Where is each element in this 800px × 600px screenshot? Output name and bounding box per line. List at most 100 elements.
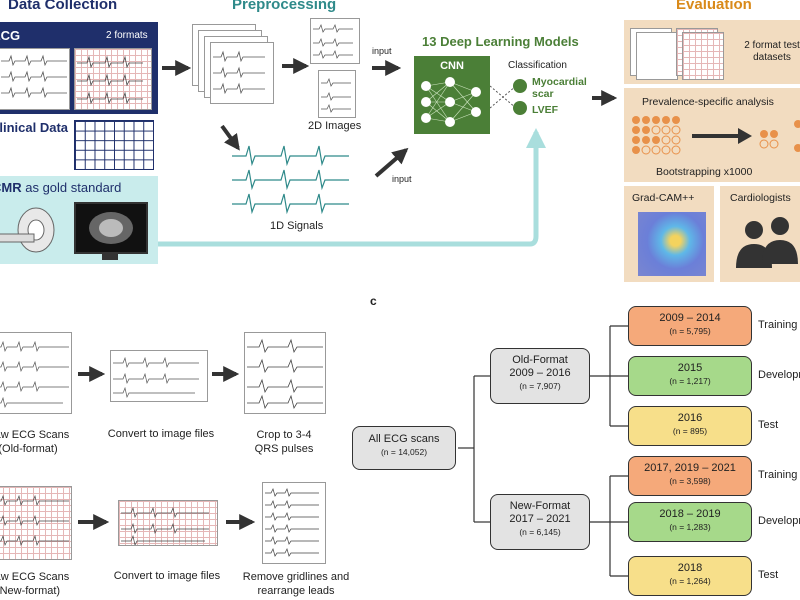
mri-scanner-icon: [0, 207, 55, 253]
bootstrapping-icon: [632, 116, 800, 155]
split-node-count: (n = 3,598): [669, 476, 711, 486]
preprocessing-title: Preprocessing: [232, 0, 337, 13]
cnn-box: CNN: [414, 56, 490, 134]
cnn-label: CNN: [440, 60, 464, 72]
ecg-trace: [113, 356, 199, 399]
2d-image-2: [318, 70, 356, 118]
myocardial-scar-label: Myocardial scar: [532, 76, 587, 100]
raw-ecg-new-image: [0, 486, 72, 560]
input-label-bottom: input: [392, 174, 412, 184]
heart-mri-icon: [89, 212, 133, 244]
new-format-node: New-Format 2017 – 2021 (n = 6,145): [490, 494, 590, 550]
test-sheet-old: [636, 32, 678, 80]
classification-connector-icon: [490, 79, 527, 115]
split-node-count: (n = 895): [672, 426, 708, 436]
old-format-node: Old-Format 2009 – 2016 (n = 7,907): [490, 348, 590, 404]
cardiac-mri-monitor-icon: [74, 202, 148, 254]
stack-sheet: [210, 42, 274, 104]
clinical-data-table-icon: [74, 120, 154, 170]
test-datasets-label: 2 format test datasets: [744, 40, 800, 63]
split-node-count: (n = 1,217): [669, 376, 711, 386]
root-node: All ECG scans (n = 14,052): [352, 426, 456, 470]
monitor-stand: [102, 252, 118, 260]
1d-signals-label: 1D Signals: [270, 220, 324, 232]
split-node-years: 2015: [677, 362, 703, 374]
raw-ecg-old-image: [0, 332, 72, 414]
split-node-count: (n = 5,795): [669, 326, 711, 336]
formats-label: 2 formats: [106, 30, 148, 41]
split-role-label: Training: [758, 469, 798, 481]
evaluation-title: Evaluation: [676, 0, 752, 13]
tree-connectors: [458, 325, 628, 577]
ecg-sheet-new: [74, 48, 152, 110]
split-role-label: Training: [758, 319, 798, 331]
split-role-label: Development: [758, 515, 800, 527]
old-format-count: (n = 7,907): [519, 381, 561, 391]
2d-image-1: [310, 18, 360, 64]
split-node: 2009 – 2014 (n = 5,795): [628, 306, 752, 346]
ecg-trace: [247, 338, 323, 410]
ecg-trace: [1, 54, 67, 99]
split-node: 2018 – 2019 (n = 1,283): [628, 502, 752, 542]
old-scans-label: Raw ECG Scans (Old-format): [0, 429, 70, 455]
split-node-years: 2009 – 2014: [659, 312, 721, 324]
cardiologists-icon: [736, 217, 798, 268]
gradcam-heatmap-image: [638, 212, 706, 276]
ecg-trace: [0, 494, 69, 547]
split-role-label: Test: [758, 419, 779, 431]
cmr-gold-standard: as gold standard: [25, 180, 122, 195]
cmr-caption: CMR as gold standard: [0, 180, 121, 195]
split-node-years: 2018: [677, 562, 703, 574]
classification-label: Classification: [508, 60, 567, 71]
cmr-label: CMR: [0, 180, 22, 195]
1d-signals-icon: [232, 145, 349, 215]
panel-label-c: c: [370, 294, 377, 308]
gradcam-panel: Grad-CAM++: [624, 186, 714, 282]
data-collection-title: Data Collection: [8, 0, 118, 13]
old-crop-label: Crop to 3-4 QRS pulses: [254, 429, 314, 455]
split-node: 2017, 2019 – 2021 (n = 3,598): [628, 456, 752, 496]
split-role-label: Test: [758, 569, 779, 581]
root-node-count: (n = 14,052): [380, 447, 428, 457]
split-node-years: 2017, 2019 – 2021: [644, 462, 736, 474]
prevalence-label: Prevalence-specific analysis: [642, 96, 774, 108]
image-stack: [192, 24, 282, 114]
old-converted-image: [110, 350, 208, 402]
new-convert-label: Convert to image files: [113, 570, 221, 582]
ecg-panel: ECG 2 formats: [0, 22, 158, 114]
split-node-count: (n = 1,283): [669, 522, 711, 532]
cropped-qrs-image: [244, 332, 326, 414]
split-role-label: Development: [758, 369, 800, 381]
rearranged-leads-image: [262, 482, 326, 564]
new-format-count: (n = 6,145): [519, 527, 561, 537]
models-title: 13 Deep Learning Models: [422, 34, 579, 49]
ecg-trace: [265, 488, 319, 557]
test-sheet-new: [682, 32, 724, 80]
bottom-left-arrows: [78, 366, 256, 530]
prevalence-panel: Prevalence-specific analysis Bootstrappi…: [624, 88, 800, 182]
ecg-trace: [77, 55, 143, 105]
split-node-years: 2016: [677, 412, 703, 424]
clinical-data-label: Clinical Data: [0, 120, 69, 135]
2d-images-label: 2D Images: [308, 120, 362, 132]
ecg-trace: [321, 78, 351, 113]
cardiologists-label: Cardiologists: [730, 192, 791, 204]
ecg-sheet-old: [0, 48, 70, 110]
ecg-trace: [313, 24, 353, 59]
split-node: 2016 (n = 895): [628, 406, 752, 446]
split-node-count: (n = 1,264): [669, 576, 711, 586]
neural-network-icon: [421, 77, 481, 127]
new-converted-image: [118, 500, 218, 547]
old-format-years: 2009 – 2016: [509, 367, 571, 379]
split-node: 2018 (n = 1,264): [628, 556, 752, 596]
split-node: 2015 (n = 1,217): [628, 356, 752, 396]
ecg-trace: [213, 50, 265, 95]
test-datasets-panel: 2 format test datasets: [624, 20, 800, 84]
split-node-years: 2018 – 2019: [659, 508, 721, 520]
top-arrows: [158, 58, 618, 247]
lvef-label: LVEF: [532, 104, 559, 116]
ecg-trace: [121, 506, 209, 547]
cmr-panel: CMR as gold standard: [0, 176, 158, 264]
root-node-title: All ECG scans: [368, 433, 440, 445]
ecg-label: ECG: [0, 28, 21, 43]
